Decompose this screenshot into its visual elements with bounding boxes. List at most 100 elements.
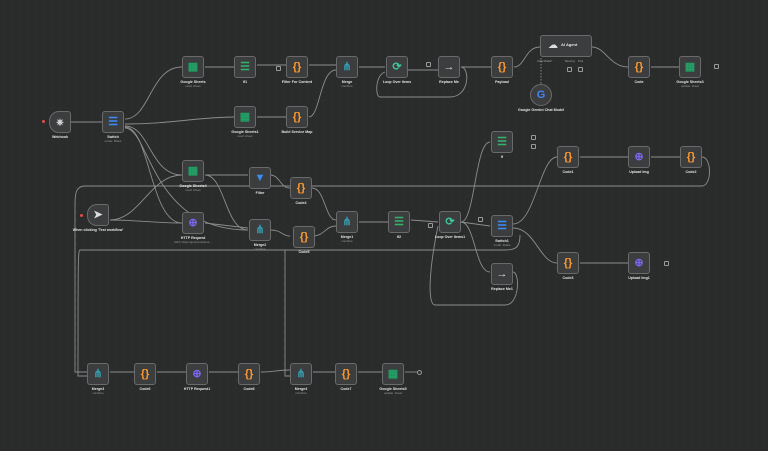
add-output-button[interactable] (428, 223, 433, 228)
add-output-button[interactable] (426, 62, 431, 67)
switch-icon: ☰ (108, 115, 118, 128)
if-icon: ☰ (394, 215, 404, 228)
node-merge1[interactable]: ⋔ (336, 211, 358, 233)
node-label: AI Agent (561, 42, 578, 47)
node-manual-trigger[interactable]: ➤ (87, 204, 109, 226)
node-google-sheets3[interactable]: ▦ (679, 56, 701, 78)
node-code7[interactable]: {} (335, 363, 357, 385)
merge-icon: ⋔ (342, 60, 352, 73)
node-if[interactable]: ☰ (491, 131, 513, 153)
webhook-icon: ⎈ (56, 116, 64, 127)
node-code6[interactable]: {} (134, 363, 156, 385)
node-google-sheets[interactable]: ▦ (182, 56, 204, 78)
globe-icon: ⊕ (192, 367, 202, 380)
merge-icon: ⋔ (296, 367, 306, 380)
edge (124, 66, 183, 120)
node-code3[interactable]: {} (557, 252, 579, 274)
node-merge2[interactable]: ⋔ (249, 219, 271, 241)
loop-icon: ⟳ (392, 60, 402, 73)
node-label: If1 (242, 80, 248, 84)
node-merge4[interactable]: ⋔ (290, 363, 312, 385)
node-label: Loop Over Items (382, 80, 412, 84)
node-google-gemini-chat-model[interactable]: G (530, 84, 552, 106)
node-code2[interactable]: {} (680, 146, 702, 168)
add-memory-button[interactable] (567, 67, 572, 72)
code-icon: {} (292, 110, 302, 123)
add-output-button[interactable] (531, 135, 536, 140)
code-icon: {} (292, 60, 302, 73)
edge (512, 156, 558, 225)
node-label: If (500, 155, 504, 159)
node-label: Code (634, 80, 644, 84)
node-replace-me1[interactable]: → (491, 263, 513, 285)
node-filter[interactable]: ▼ (249, 167, 271, 189)
node-if1[interactable]: ☰ (234, 56, 256, 78)
add-output-button[interactable] (531, 144, 536, 149)
code-icon: {} (341, 367, 351, 380)
robot-icon: ☁ (548, 40, 558, 51)
node-build-service-map[interactable]: {} (286, 106, 308, 128)
node-filter-for-content[interactable]: {} (286, 56, 308, 78)
node-label: Loop Over Items1 (434, 235, 466, 239)
merge-icon: ⋔ (342, 215, 352, 228)
node-code4[interactable]: {} (290, 177, 312, 199)
node-http-request[interactable]: ⊕ (182, 212, 204, 234)
port-label-chat-model: Chat Model* (537, 59, 553, 63)
arrow-icon: → (443, 60, 455, 73)
edge (284, 250, 290, 377)
edge (204, 222, 249, 229)
node-label: If2 (396, 235, 402, 239)
edge (260, 369, 291, 373)
node-code1[interactable]: {} (557, 146, 579, 168)
add-output-button[interactable] (664, 261, 669, 266)
node-if2[interactable]: ☰ (388, 211, 410, 233)
node-label: HTTP Request1 (183, 387, 211, 391)
add-output-button[interactable] (478, 217, 483, 222)
node-ai-agent[interactable]: ☁ AI Agent (540, 35, 592, 57)
node-google-sheets4[interactable]: ▦ (182, 160, 204, 182)
node-http-request1[interactable]: ⊕ (186, 363, 208, 385)
code-icon: {} (686, 150, 696, 163)
edge (74, 156, 710, 373)
sheets-icon: ▦ (187, 60, 199, 73)
code-icon: {} (563, 256, 573, 269)
arrow-icon: → (496, 267, 508, 280)
edge (308, 69, 337, 118)
edge (591, 46, 629, 68)
if-icon: ☰ (240, 60, 250, 73)
edge (109, 174, 183, 221)
node-code8[interactable]: {} (238, 363, 260, 385)
node-label: When clicking 'Test workflow' (72, 228, 124, 232)
node-code[interactable]: {} (628, 56, 650, 78)
trigger-indicator (42, 120, 45, 123)
code-icon: {} (497, 60, 507, 73)
edge (410, 219, 439, 223)
add-output-button[interactable] (417, 370, 422, 375)
node-code5[interactable]: {} (293, 226, 315, 248)
node-upload-img1[interactable]: ⊕ (628, 252, 650, 274)
edge (460, 141, 491, 223)
add-output-button[interactable] (276, 66, 281, 71)
node-merge3[interactable]: ⋔ (87, 363, 109, 385)
node-webhook[interactable]: ⎈ (49, 111, 71, 133)
edge (204, 174, 249, 231)
edge (77, 234, 521, 377)
add-output-button[interactable] (714, 64, 719, 69)
node-loop-over-items1[interactable]: ⟳ (439, 211, 461, 233)
node-google-sheets5[interactable]: ▦ (382, 363, 404, 385)
node-google-sheets1[interactable]: ▦ (234, 106, 256, 128)
node-loop-over-items[interactable]: ⟳ (386, 56, 408, 78)
edge (124, 125, 183, 176)
node-merge[interactable]: ⋔ (336, 56, 358, 78)
add-tool-button[interactable] (578, 67, 583, 72)
node-upload-img[interactable]: ⊕ (628, 146, 650, 168)
node-switch1[interactable]: ☰ (491, 215, 513, 237)
node-replace-me[interactable]: → (438, 56, 460, 78)
node-payload[interactable]: {} (491, 56, 513, 78)
node-switch[interactable]: ☰ (102, 111, 124, 133)
